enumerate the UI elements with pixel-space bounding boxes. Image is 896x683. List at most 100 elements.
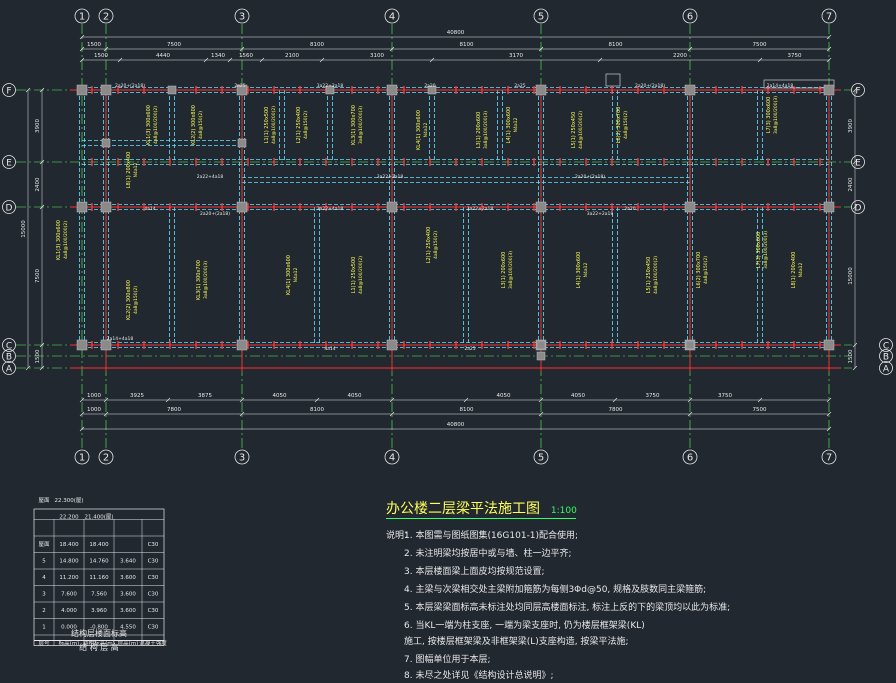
column: [325, 85, 335, 95]
column: [684, 201, 696, 213]
title-underline: [386, 518, 576, 519]
rebar-note: 2a22+4a18: [317, 206, 344, 212]
dim-bottom-axes-label: 1000: [87, 407, 101, 413]
dim-bottom-detail-tick: [314, 397, 320, 403]
dim-left-tick: [39, 87, 45, 93]
dim-right-tick: [852, 204, 858, 210]
column: [167, 85, 177, 95]
table-cell: 11.160: [89, 575, 109, 581]
axis-bubble: [98, 8, 114, 24]
dim-left-tick: [39, 365, 45, 371]
column: [684, 84, 696, 96]
rebar-note: 2a20: [424, 83, 435, 89]
dim-bottom-detail-tick: [389, 397, 395, 403]
axis-bubble-label: 7: [826, 453, 832, 464]
stirrup-label: N4a12: [513, 118, 519, 133]
dim-bottom-axes-tick: [538, 411, 544, 417]
beam-label: KL3(1) 300x700: [351, 105, 357, 145]
table-cell: 4: [42, 575, 46, 581]
dim-top-axes-tick: [103, 46, 109, 52]
axis-bubble: [2, 155, 16, 169]
dim-top-axes-label: 8100: [460, 42, 474, 48]
dim-top-detail-tick: [259, 57, 265, 63]
table-cell: 7.560: [91, 592, 107, 598]
axis-bubble: [533, 449, 549, 465]
column: [101, 138, 111, 148]
axis-bubble-label: B: [6, 353, 12, 363]
dim-left-total-tick: [25, 365, 31, 371]
stirrup-label: 4a8@150(2): [703, 256, 709, 284]
axis-bubble: [879, 361, 893, 375]
dim-top-detail-label: 2200: [673, 53, 687, 59]
table-cell: 22.300(屋): [54, 497, 83, 504]
axis-bubble-label: 3: [239, 453, 245, 464]
table-cell: 7.600: [61, 592, 77, 598]
dim-top-detail-tick: [757, 57, 763, 63]
rebar-note: 2a20+(2a18): [200, 211, 230, 217]
table-cell: 18.400: [59, 542, 79, 548]
rebar-note: 2a20: [624, 206, 635, 212]
dim-bottom-detail-tick: [463, 397, 469, 403]
dim-top-axes-tick: [826, 46, 832, 52]
column: [386, 201, 398, 213]
axis-bubble: [851, 155, 865, 169]
beam-label: L2(1) 250x400: [426, 227, 432, 264]
axis-bubble: [2, 361, 16, 375]
rebar-note: 3a22+2a18: [467, 206, 494, 212]
table-cell: 屋面: [38, 541, 50, 548]
beam-label: KL4(1) 300x600: [286, 255, 292, 295]
stirrup-label: 4a8@150(2): [433, 231, 439, 259]
axis-bubble-label: C: [6, 342, 12, 352]
dim-left-tick: [39, 342, 45, 348]
dim-top-axes-tick: [389, 46, 395, 52]
parapet: [605, 73, 621, 87]
dim-bottom-detail-tick: [79, 397, 85, 403]
table-frame: [33, 508, 165, 646]
dim-top-detail-tick: [429, 57, 435, 63]
table-cell: C30: [148, 542, 159, 548]
dim-bottom-axes-tick: [389, 411, 395, 417]
dim-top-total-tick: [826, 34, 832, 40]
table-cell: 0.000: [61, 625, 77, 631]
beam-label: L5(1) 250x450: [571, 112, 577, 149]
beam-label: KL1(3) 300x600: [56, 220, 62, 260]
dim-bottom-axes-tick: [687, 411, 693, 417]
table-cell: 22.200: [59, 515, 79, 521]
axis-bubble-label: 4: [389, 453, 395, 464]
note-item: 1. 本图需与图纸图集(16G101-1)配合使用;: [404, 531, 579, 541]
dim-top-detail-label: 3170: [509, 53, 523, 59]
axis-bubble: [98, 449, 114, 465]
stirrup-label: 3a8@100/200(3): [483, 111, 489, 149]
table-cell: 结构标高(m): [83, 639, 115, 647]
dim-top-detail-tick: [319, 57, 325, 63]
table-cell: 11.200: [59, 575, 79, 581]
table-cell: 层高(m): [118, 639, 139, 647]
dim-bottom-axes-label: 8100: [310, 407, 324, 413]
rebar-note: 4a14: [324, 346, 335, 352]
note-item: 3. 本层楼面梁上面皮均按规范设置;: [404, 567, 545, 577]
dim-bottom-detail-label: 4050: [497, 393, 511, 399]
dim-right-tick: [852, 159, 858, 165]
stirrup-label: 3a8@100/200(3): [773, 96, 779, 134]
dim-bottom-axes-tick: [103, 411, 109, 417]
column: [535, 201, 547, 213]
table-cell: 屋面: [38, 497, 50, 504]
table-cell: 标高(m): [59, 639, 80, 647]
table-caption-line2: 结 构 层 高: [79, 643, 119, 652]
axis-bubble-label: 1: [79, 453, 85, 464]
dim-top-axes-tick: [239, 46, 245, 52]
table-cell: 3.600: [120, 608, 136, 614]
column: [386, 84, 398, 96]
drawing-title-row: 办公楼二层梁平法施工图 1:100: [386, 498, 577, 518]
axis-bubble-label: B: [883, 353, 889, 363]
rebar-note: 2a25: [464, 346, 475, 352]
dim-top-detail-tick: [79, 57, 85, 63]
dim-bottom-detail-tick: [826, 397, 832, 403]
beam-label: L3(1) 200x600: [476, 112, 482, 149]
beam-label: L6(2) 300x700: [696, 252, 702, 289]
columns: [76, 84, 835, 361]
